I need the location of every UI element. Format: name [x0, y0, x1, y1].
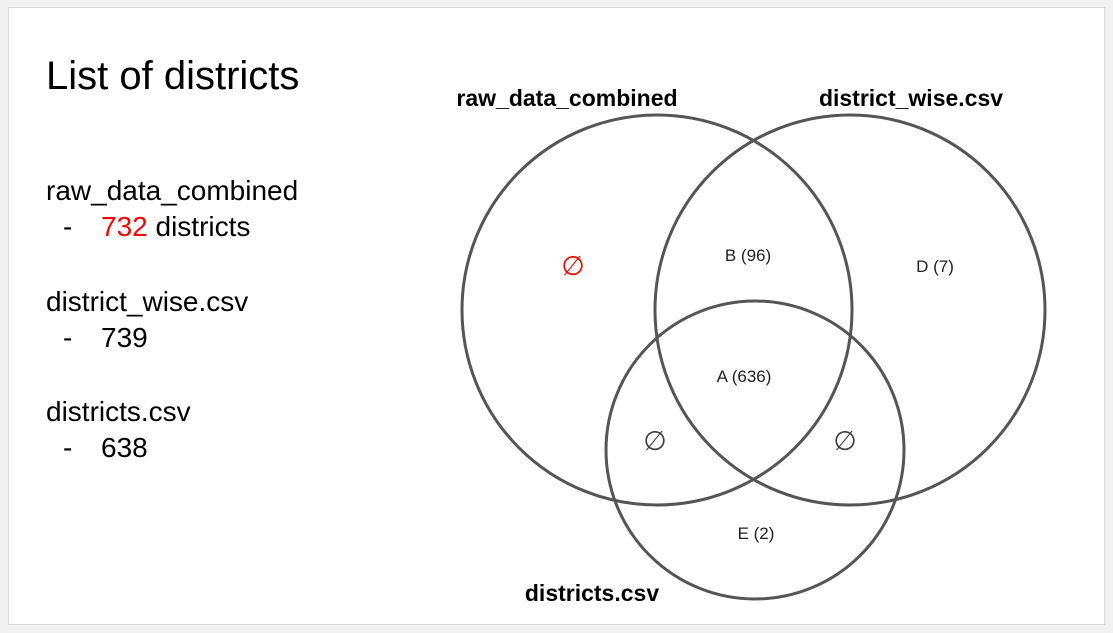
venn-circle-district-wise	[653, 113, 1047, 507]
venn-set-label-districts: districts.csv	[525, 580, 659, 606]
venn-region-d: D (7)	[916, 257, 954, 276]
list-item-count-line: -638	[46, 430, 366, 466]
slide-title: List of districts	[46, 54, 300, 98]
slide: List of districts raw_data_combined -732…	[8, 7, 1105, 625]
list-item-name: raw_data_combined	[46, 175, 299, 206]
venn-region-b: B (96)	[725, 246, 771, 265]
venn-circle-districts	[604, 299, 906, 601]
venn-circle-raw-data-combined	[460, 113, 854, 507]
list-item-count: 739	[101, 322, 148, 353]
list-item-name: district_wise.csv	[46, 286, 249, 317]
list-item-count: 638	[101, 432, 148, 463]
list-item-count: 732	[101, 211, 148, 242]
venn-region-e: E (2)	[738, 524, 775, 543]
venn-region-raw-and-districts: ∅	[643, 426, 667, 456]
list-item-count-line: -732 districts	[46, 209, 366, 245]
venn-region-raw-only: ∅	[561, 251, 585, 281]
list-bullet-dash: -	[63, 432, 73, 463]
venn-set-label-raw-data-combined: raw_data_combined	[456, 85, 677, 111]
venn-diagram: raw_data_combined district_wise.csv dist…	[456, 85, 1047, 606]
list-bullet-dash: -	[63, 211, 73, 242]
list-item-districts: districts.csv -638	[46, 394, 366, 466]
venn-set-label-district-wise: district_wise.csv	[819, 85, 1003, 111]
list-item-name: districts.csv	[46, 396, 191, 427]
venn-region-a: A (636)	[717, 367, 772, 386]
list-item-district-wise: district_wise.csv -739	[46, 284, 366, 356]
list-bullet-dash: -	[63, 322, 73, 353]
list-item-count-suffix: districts	[147, 211, 251, 242]
list-item-count-line: -739	[46, 320, 366, 356]
list-item-raw-data-combined: raw_data_combined -732 districts	[46, 173, 366, 245]
venn-region-district-wise-and-districts: ∅	[833, 426, 857, 456]
